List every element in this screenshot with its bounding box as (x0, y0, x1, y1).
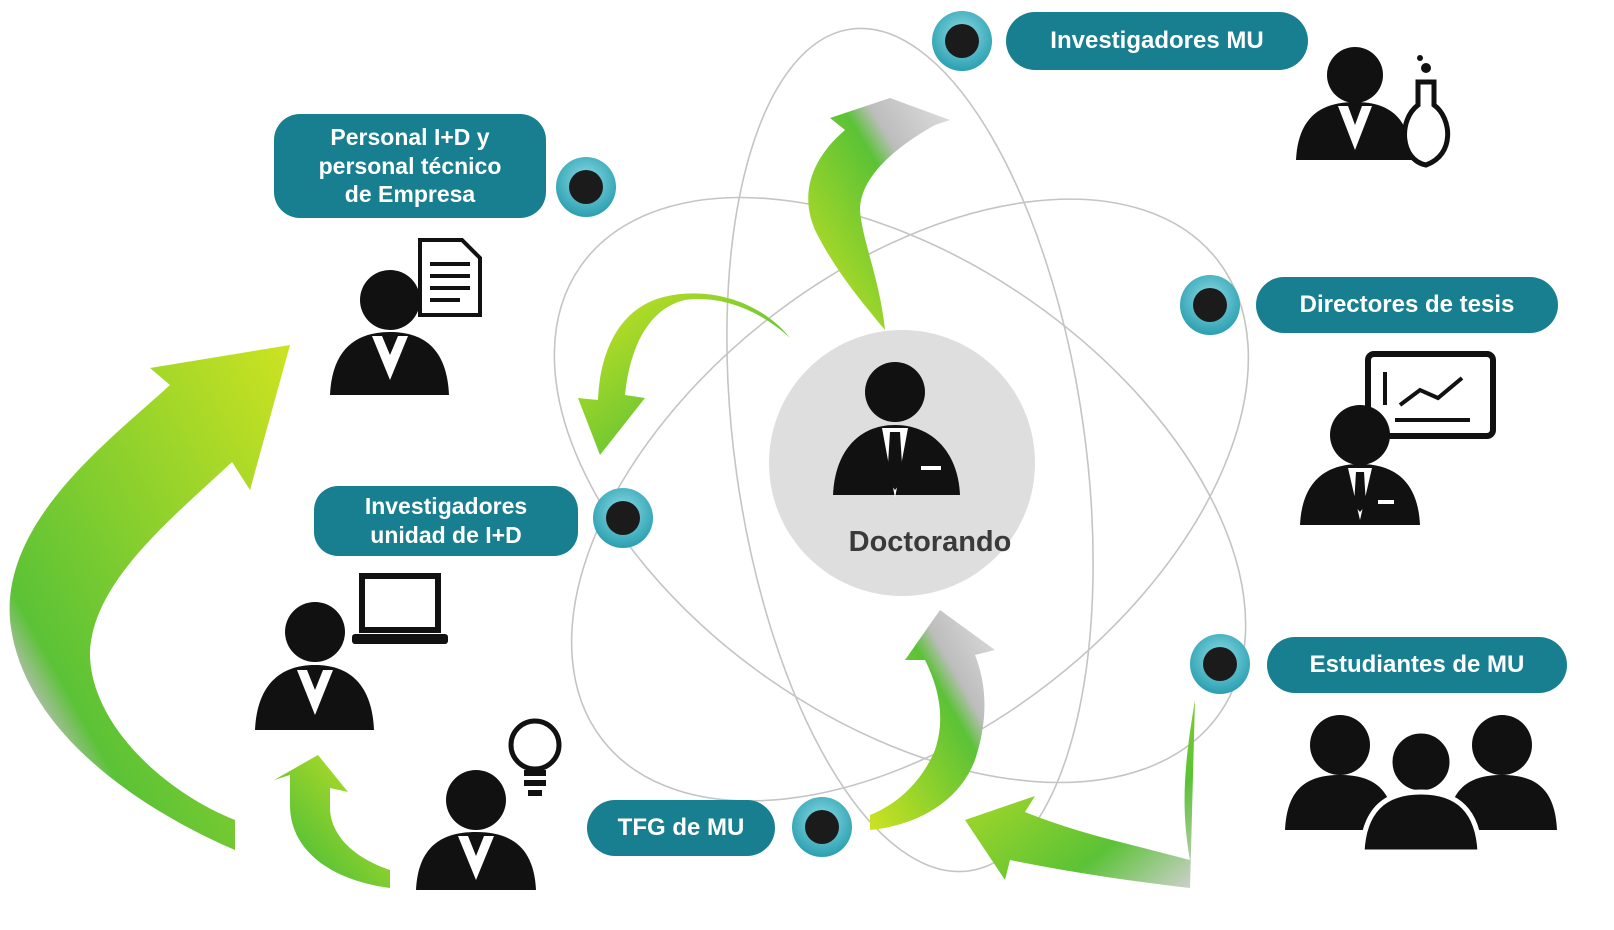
label-directores-tesis-text: Directores de tesis (1299, 291, 1515, 318)
flow-arrow-large (9, 345, 290, 850)
label-personal-id-empresa: Personal I+D y personal técnico de Empre… (274, 114, 546, 218)
label-directores-tesis: Directores de tesis (1256, 277, 1558, 333)
label-investigadores-mu: Investigadores MU (1006, 12, 1308, 70)
flow-arrows (9, 98, 1195, 888)
label-estudiantes-mu-text: Estudiantes de MU (1309, 651, 1525, 678)
flow-arrow-left (578, 293, 790, 455)
flow-arrow-small (274, 755, 390, 888)
node-marker-investigadores-mu (932, 11, 992, 71)
node-marker-tfg (792, 797, 852, 857)
group-people-icon (1285, 715, 1557, 855)
label-estudiantes-mu: Estudiantes de MU (1267, 637, 1567, 693)
node-marker-investigadores-unidad (593, 488, 653, 548)
label-tfg-mu-text: TFG de MU (617, 814, 745, 841)
node-marker-personal-id (556, 157, 616, 217)
presenter-chart-icon (1300, 351, 1496, 525)
doctoral-student-icon (833, 362, 960, 498)
researcher-flask-icon (1296, 47, 1451, 168)
label-personal-id-empresa-text: Personal I+D y personal técnico de Empre… (318, 123, 502, 208)
label-investigadores-unidad: Investigadores unidad de I+D (314, 486, 578, 556)
node-marker-directores (1180, 275, 1240, 335)
flow-arrow-top (808, 98, 950, 330)
orbit-vertical (726, 27, 1094, 873)
label-investigadores-mu-text: Investigadores MU (1050, 27, 1264, 54)
orbit-diagonal-a (553, 196, 1247, 784)
label-investigadores-unidad-text: Investigadores unidad de I+D (364, 493, 528, 548)
person-document-icon (330, 238, 482, 395)
label-tfg-mu: TFG de MU (587, 800, 775, 856)
center-label: Doctorando (848, 526, 1012, 558)
node-markers (556, 11, 1250, 857)
person-laptop-icon (255, 573, 448, 730)
node-marker-estudiantes (1190, 634, 1250, 694)
flow-arrow-bottom-right (965, 700, 1195, 888)
center-node (769, 330, 1035, 596)
person-lightbulb-icon (416, 718, 562, 890)
flow-arrow-bottom-center (870, 610, 995, 830)
